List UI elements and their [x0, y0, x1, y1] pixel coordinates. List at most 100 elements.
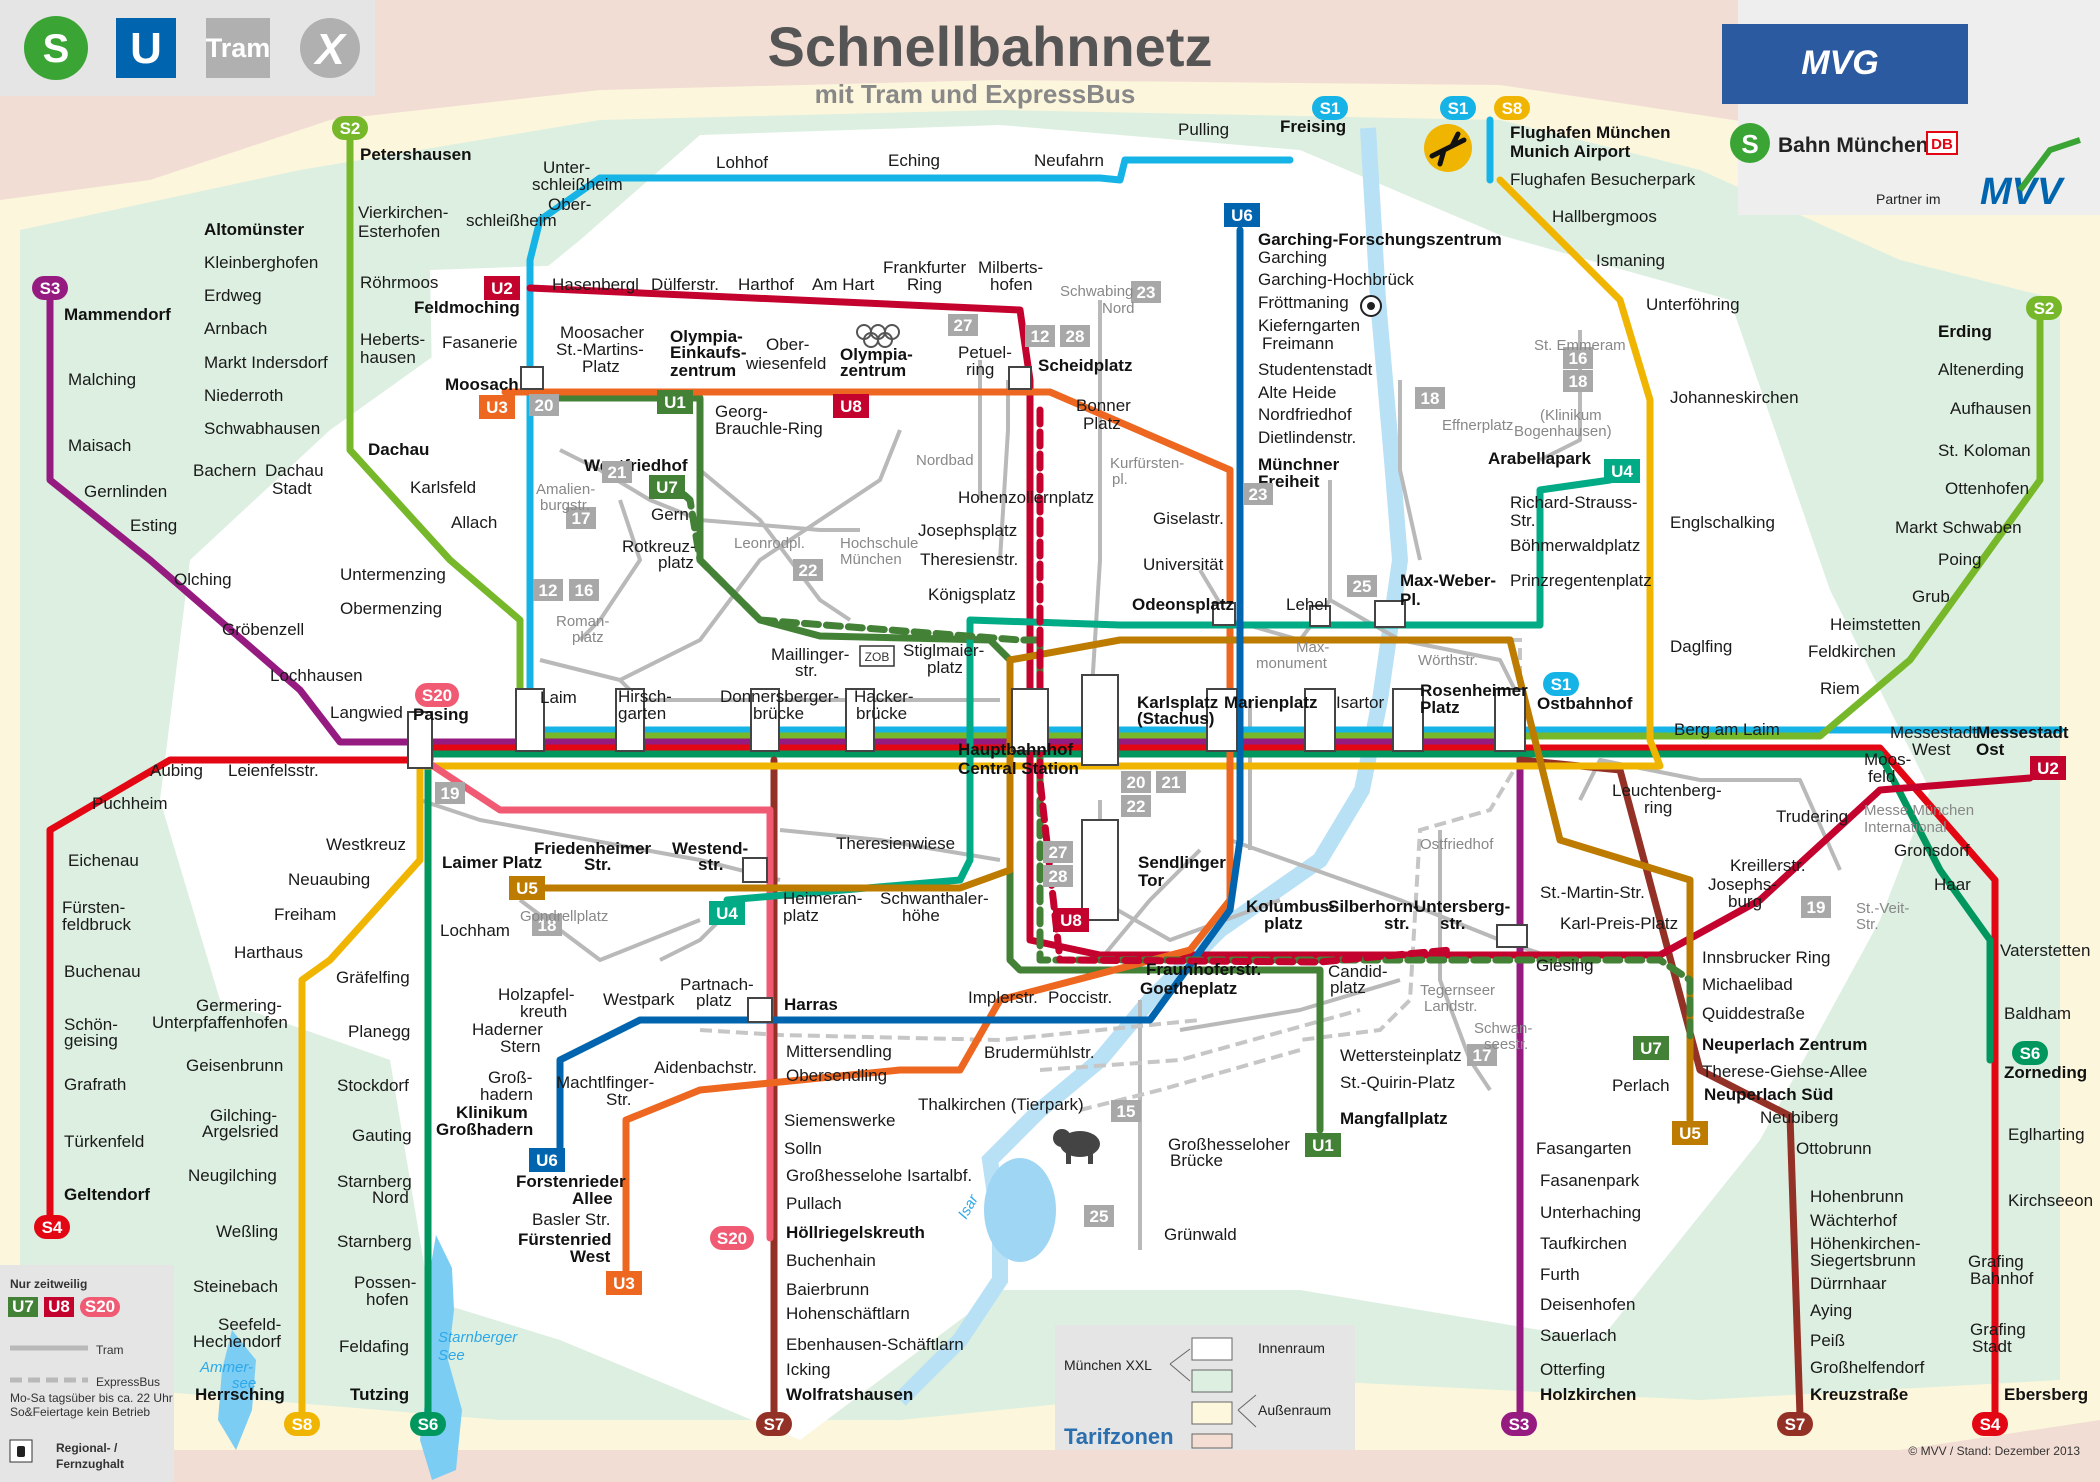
station-label[interactable]: Röhrmoos [360, 273, 438, 292]
station-label[interactable]: Bahnhof [1970, 1269, 2034, 1288]
line-badge-s4[interactable]: S4 [34, 1215, 70, 1239]
station-label[interactable]: Deisenhofen [1540, 1295, 1635, 1314]
station-label[interactable]: Feldmoching [414, 298, 520, 317]
station-label[interactable]: West [570, 1247, 611, 1266]
station-label[interactable]: St.-Martins- [556, 340, 644, 359]
station-label[interactable]: Lohhof [716, 153, 768, 172]
station-label[interactable]: Georg- [715, 402, 768, 421]
station-label[interactable]: Goetheplatz [1140, 979, 1237, 998]
station-label[interactable]: Starnberg [337, 1172, 412, 1191]
station-hub-13[interactable] [1008, 366, 1032, 390]
station-label[interactable]: Allach [451, 513, 497, 532]
station-label[interactable]: Studentenstadt [1258, 360, 1373, 379]
station-label[interactable]: Poing [1938, 550, 1981, 569]
station-label[interactable]: Esterhofen [358, 222, 440, 241]
station-label[interactable]: geising [64, 1031, 118, 1050]
station-label[interactable]: zentrum [840, 361, 906, 380]
station-label[interactable]: Hohenzollernplatz [958, 488, 1094, 507]
line-badge-s8[interactable]: S8 [284, 1412, 320, 1436]
station-label[interactable]: Vierkirchen- [358, 203, 448, 222]
station-label[interactable]: Ebenhausen-Schäftlarn [786, 1335, 964, 1354]
station-label[interactable]: Hauptbahnhof [958, 740, 1074, 759]
line-badge-s1[interactable]: S1 [1543, 672, 1579, 696]
line-badge-u5[interactable]: U5 [1672, 1121, 1708, 1145]
station-label[interactable]: Untermenzing [340, 565, 446, 584]
station-label[interactable]: Planegg [348, 1022, 410, 1041]
station-label[interactable]: ring [1644, 798, 1672, 817]
station-label[interactable]: Hohenschäftlarn [786, 1304, 910, 1323]
line-badge-u4[interactable]: U4 [709, 901, 745, 925]
line-badge-s20[interactable]: S20 [415, 683, 459, 707]
line-badge-u6[interactable]: U6 [529, 1148, 565, 1172]
station-hub-12[interactable] [742, 857, 768, 883]
station-label[interactable]: Theresienwiese [836, 834, 955, 853]
line-badge-s2[interactable]: S2 [2026, 296, 2062, 320]
station-hub-19[interactable] [747, 997, 773, 1023]
line-badge-s3[interactable]: S3 [1501, 1412, 1537, 1436]
station-label[interactable]: Hohenbrunn [1810, 1187, 1904, 1206]
station-label[interactable]: Ismaning [1596, 251, 1665, 270]
station-label[interactable]: feld [1868, 767, 1895, 786]
station-label[interactable]: Baldham [2004, 1004, 2071, 1023]
station-label[interactable]: Hasenbergl [552, 275, 639, 294]
station-label[interactable]: Mammendorf [64, 305, 171, 324]
station-label[interactable]: ring [966, 360, 994, 379]
station-label[interactable]: Neuperlach Zentrum [1702, 1035, 1867, 1054]
station-label[interactable]: Fasangarten [1536, 1139, 1631, 1158]
station-label[interactable]: brücke [753, 704, 804, 723]
station-label[interactable]: Haderner [472, 1020, 543, 1039]
station-label[interactable]: Aidenbachstr. [654, 1058, 757, 1077]
station-hub-4[interactable] [1011, 688, 1049, 752]
station-label[interactable]: Fasanerie [442, 333, 518, 352]
station-label[interactable]: Heimstetten [1830, 615, 1921, 634]
station-label[interactable]: Forstenrieder [516, 1172, 626, 1191]
station-label[interactable]: Hallbergmoos [1552, 207, 1657, 226]
station-label[interactable]: Fürsten- [62, 898, 125, 917]
station-label[interactable]: Untersberg- [1414, 897, 1510, 916]
station-label[interactable]: Candid- [1328, 962, 1388, 981]
station-label[interactable]: Grafing [1970, 1320, 2026, 1339]
station-label[interactable]: Unterhaching [1540, 1203, 1641, 1222]
station-label[interactable]: Olching [174, 570, 232, 589]
station-label[interactable]: Arnbach [204, 319, 267, 338]
station-label[interactable]: Neufahrn [1034, 151, 1104, 170]
line-badge-u2[interactable]: U2 [484, 276, 520, 300]
station-label[interactable]: Max-Weber- [1400, 571, 1496, 590]
station-label[interactable]: zentrum [670, 361, 736, 380]
station-label[interactable]: Peiß [1810, 1331, 1845, 1350]
station-label[interactable]: Aubing [150, 761, 203, 780]
station-label[interactable]: Josephs- [1708, 875, 1777, 894]
station-label[interactable]: Westpark [603, 990, 675, 1009]
line-badge-s8[interactable]: S8 [1494, 96, 1530, 120]
station-label[interactable]: Bachern [193, 461, 256, 480]
station-label[interactable]: Hirsch- [618, 687, 672, 706]
station-label[interactable]: Ottenhofen [1945, 479, 2029, 498]
line-badge-u8[interactable]: U8 [833, 394, 869, 418]
line-badge-s7[interactable]: S7 [756, 1412, 792, 1436]
station-label[interactable]: Lochhausen [270, 666, 363, 685]
station-label[interactable]: Wettersteinplatz [1340, 1046, 1462, 1065]
station-label[interactable]: Alte Heide [1258, 383, 1336, 402]
station-label[interactable]: wiesenfeld [745, 354, 826, 373]
line-badge-u5[interactable]: U5 [509, 876, 545, 900]
station-label[interactable]: Scheidplatz [1038, 356, 1132, 375]
station-label[interactable]: Argelsried [202, 1122, 279, 1141]
station-label[interactable]: Gern [651, 505, 689, 524]
station-label[interactable]: Neuperlach Süd [1704, 1085, 1833, 1104]
station-label[interactable]: Haar [1934, 875, 1971, 894]
station-label[interactable]: Str. [606, 1090, 632, 1109]
station-label[interactable]: Marienplatz [1224, 693, 1318, 712]
station-label[interactable]: Implerstr. [968, 988, 1038, 1007]
station-label[interactable]: Gronsdorf [1894, 841, 1970, 860]
station-label[interactable]: Großhelfendorf [1810, 1358, 1925, 1377]
line-badge-u3[interactable]: U3 [606, 1271, 642, 1295]
station-label[interactable]: Fraunhoferstr. [1146, 960, 1261, 979]
station-label[interactable]: Garching-Hochbrück [1258, 270, 1414, 289]
station-label[interactable]: Tutzing [350, 1385, 409, 1404]
station-label[interactable]: Donnersberger- [720, 687, 839, 706]
line-badge-s3[interactable]: S3 [32, 276, 68, 300]
station-hub-0[interactable] [515, 688, 545, 752]
station-label[interactable]: Starnberg [337, 1232, 412, 1251]
station-label[interactable]: Sendlinger [1138, 853, 1226, 872]
station-label[interactable]: Grafrath [64, 1075, 126, 1094]
